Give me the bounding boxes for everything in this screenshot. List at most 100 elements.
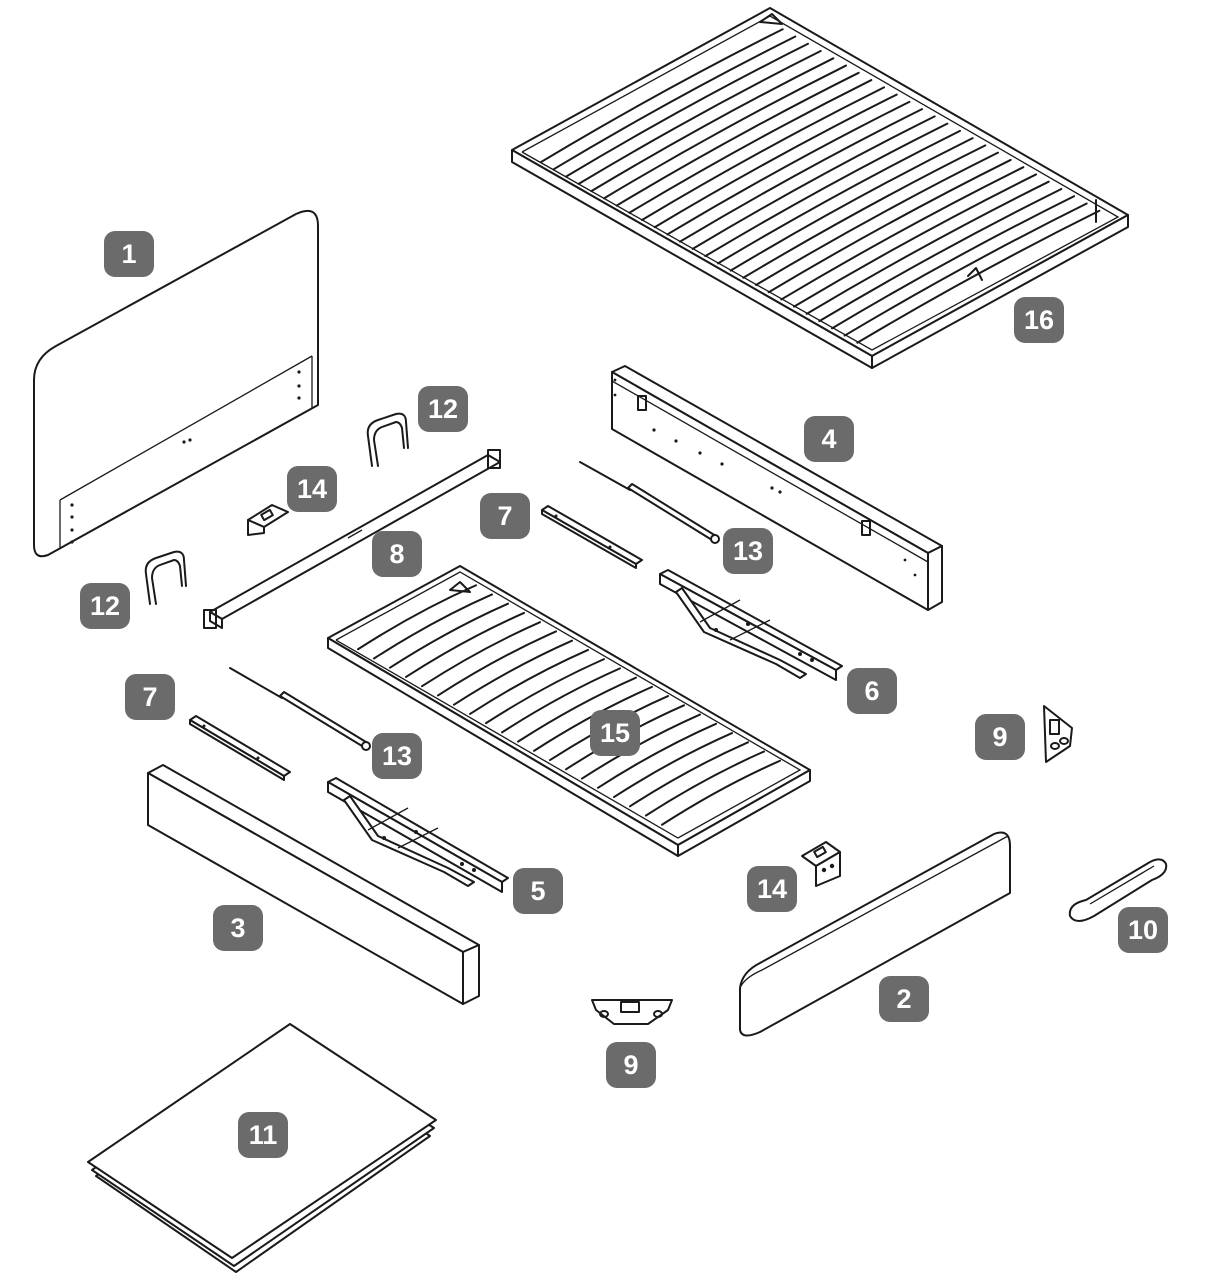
- side-rail-left: [147, 764, 480, 1005]
- badge-clip-lower: 14: [747, 866, 797, 912]
- badge-number: 7: [497, 501, 512, 531]
- slat: [539, 28, 784, 164]
- badge-side-rail-left: 3: [213, 905, 263, 951]
- slat: [517, 676, 637, 743]
- lift-mechanism-left: [327, 777, 509, 893]
- slat: [704, 122, 949, 258]
- slat: [421, 621, 541, 688]
- bracket-bar-upper: [541, 505, 643, 569]
- slat: [843, 202, 1088, 337]
- slat: [805, 180, 1050, 315]
- slatted-base-small: [327, 565, 811, 857]
- badge-footboard: 2: [879, 976, 929, 1022]
- badge-corner-plate-right: 9: [975, 714, 1025, 760]
- badge-background: [418, 386, 468, 432]
- badge-handle-upper: 12: [418, 386, 468, 432]
- badge-background: [513, 868, 563, 914]
- slat: [729, 137, 974, 272]
- clip-lower: [801, 841, 841, 887]
- cross-beam: [203, 449, 501, 629]
- badge-background: [1014, 297, 1064, 343]
- side-rail-right: [611, 365, 943, 611]
- badge-handle-lower: 12: [80, 583, 130, 629]
- footboard: [739, 831, 1011, 1037]
- badge-number: 3: [230, 913, 245, 943]
- badge-number: 11: [249, 1120, 278, 1150]
- badge-number: 16: [1024, 305, 1054, 335]
- slat: [577, 50, 822, 185]
- badge-number: 2: [896, 984, 911, 1014]
- headboard: [33, 210, 319, 558]
- slat: [552, 35, 797, 171]
- badge-bracket-bar-lower: 7: [125, 674, 175, 720]
- badge-number: 12: [90, 591, 120, 621]
- slat: [717, 129, 961, 265]
- badge-number: 6: [864, 676, 879, 706]
- handle-lower: [144, 550, 187, 605]
- slat: [767, 158, 1012, 294]
- badge-background: [606, 1042, 656, 1088]
- slat: [629, 741, 749, 808]
- slat: [628, 79, 873, 214]
- badge-lift-mechanism-right: 6: [847, 668, 897, 714]
- slat: [661, 759, 781, 826]
- slat: [597, 722, 717, 789]
- badge-background: [80, 583, 130, 629]
- badge-number: 15: [600, 718, 630, 748]
- gas-spring-upper: [579, 461, 720, 544]
- badge-number: 9: [992, 722, 1007, 752]
- slat: [590, 57, 835, 193]
- slat: [405, 611, 525, 678]
- slat: [453, 639, 573, 706]
- badge-gas-spring-upper: 13: [723, 528, 773, 574]
- badge-number: 13: [733, 536, 763, 566]
- badge-background: [372, 531, 422, 577]
- badge-slatted-base-large: 16: [1014, 297, 1064, 343]
- slatted-base-large: [511, 7, 1129, 369]
- slat: [373, 593, 493, 660]
- slat: [666, 100, 911, 236]
- slat: [780, 166, 1025, 301]
- slat: [653, 93, 898, 229]
- slat: [793, 173, 1037, 308]
- badge-background: [125, 674, 175, 720]
- badge-number: 5: [530, 876, 545, 906]
- badge-number: 9: [623, 1050, 638, 1080]
- badge-background: [480, 493, 530, 539]
- slat: [437, 630, 557, 697]
- slat: [691, 115, 936, 250]
- badge-clip-upper: 14: [287, 466, 337, 512]
- badge-background: [1118, 907, 1168, 953]
- badge-number: 8: [389, 539, 404, 569]
- handle-upper: [366, 412, 409, 467]
- badge-background: [975, 714, 1025, 760]
- bracket-bar-lower: [189, 715, 291, 781]
- slat: [485, 658, 605, 725]
- badge-background: [213, 905, 263, 951]
- badge-cross-beam: 8: [372, 531, 422, 577]
- slat: [603, 64, 847, 200]
- badge-number: 7: [142, 682, 157, 712]
- slat: [581, 713, 701, 780]
- gas-spring-lower: [229, 667, 371, 751]
- slat: [645, 750, 765, 817]
- badge-strap: 10: [1118, 907, 1168, 953]
- slat: [641, 86, 885, 221]
- badge-number: 14: [297, 474, 327, 504]
- badge-bracket-bar-upper: 7: [480, 493, 530, 539]
- badge-background: [238, 1112, 288, 1158]
- badge-background: [804, 416, 854, 462]
- badge-number: 13: [382, 741, 412, 771]
- strap: [1068, 858, 1168, 922]
- badge-slatted-base-small: 15: [590, 710, 640, 756]
- badge-gas-spring-lower: 13: [372, 733, 422, 779]
- slat: [755, 151, 999, 286]
- badge-corner-plate-bottom: 9: [606, 1042, 656, 1088]
- badge-lift-mechanism-left: 5: [513, 868, 563, 914]
- clip-upper: [247, 504, 289, 536]
- slat: [613, 732, 733, 799]
- badge-side-rail-right: 4: [804, 416, 854, 462]
- badge-headboard: 1: [104, 231, 154, 277]
- badge-background: [372, 733, 422, 779]
